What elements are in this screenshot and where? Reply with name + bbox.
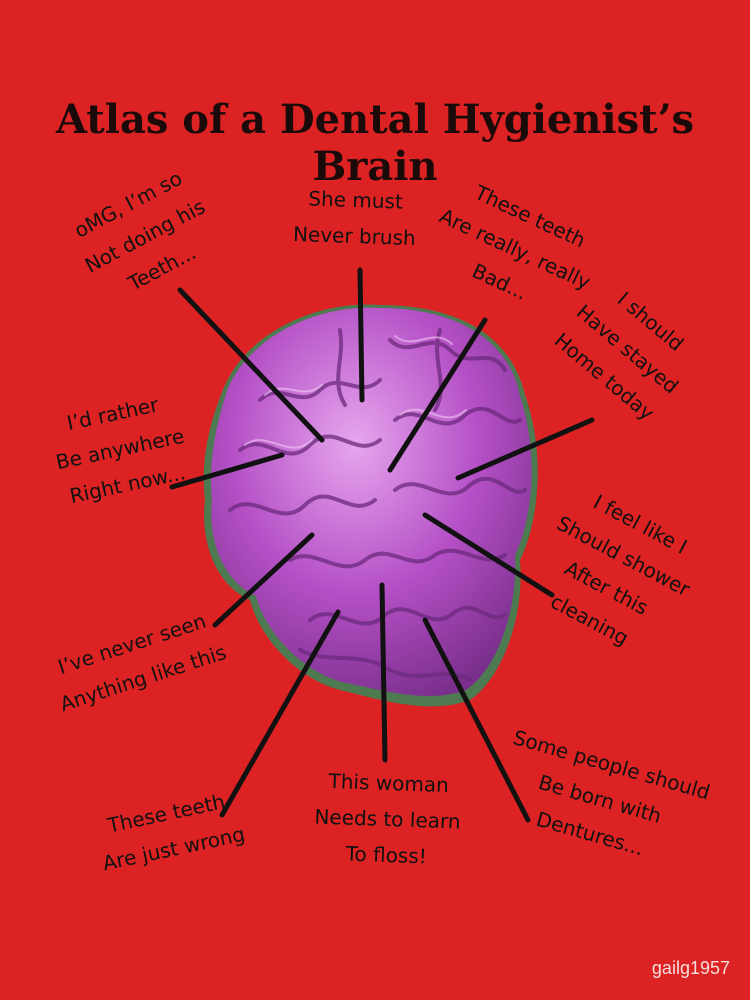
thought-label-learn-to-floss: This woman Needs to learn To floss! — [314, 768, 461, 869]
page-title: Atlas of a Dental Hygienist’s Brain — [55, 96, 695, 190]
artist-watermark: gailg1957 — [651, 958, 730, 978]
thought-label-never-brush: She must Never brush — [292, 186, 417, 251]
